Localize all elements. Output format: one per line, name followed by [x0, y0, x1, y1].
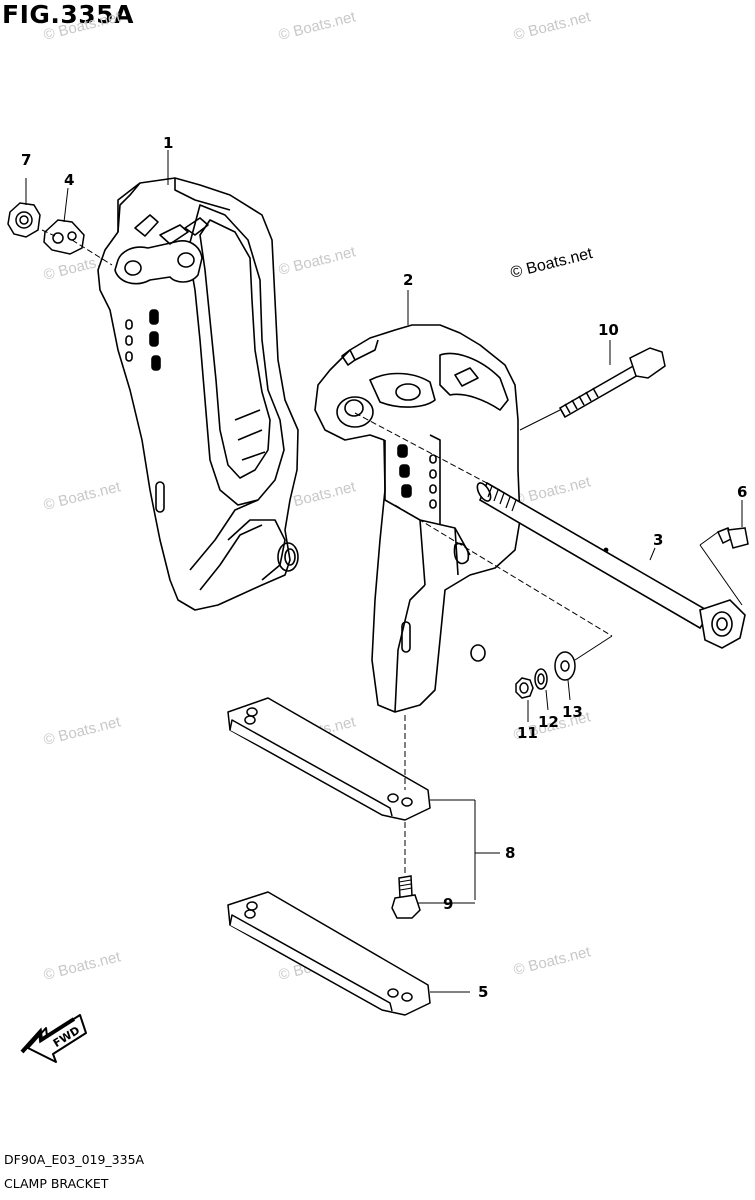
callout-7: 7: [21, 151, 31, 169]
figure-title: FIG.335A: [2, 0, 134, 29]
callout-1: 1: [163, 134, 173, 152]
watermark: © Boats.net: [512, 8, 593, 44]
watermark-dark: © Boats.net: [509, 245, 595, 282]
part-13-washer: [554, 651, 576, 681]
part-8-plate: [227, 697, 431, 821]
part-6-bolt: [716, 527, 749, 549]
part-4-plate: [43, 219, 85, 255]
callout-10: 10: [598, 321, 619, 339]
callout-5: 5: [478, 983, 488, 1001]
callout-4: 4: [64, 171, 74, 189]
part-10-bolt: [558, 347, 666, 419]
callout-8: 8: [505, 844, 515, 862]
part-12-washer: [534, 668, 548, 690]
diagram-name: CLAMP BRACKET: [4, 1176, 109, 1191]
callout-12: 12: [538, 713, 559, 731]
callout-3: 3: [653, 531, 663, 549]
callout-6: 6: [737, 483, 747, 501]
callout-labels: 1 2 3 4 5 6 7 8 9 10 11 12 13: [21, 134, 747, 1001]
part-11-nut: [515, 677, 534, 699]
watermark: © Boats.net: [512, 943, 593, 979]
watermark: © Boats.net: [42, 478, 123, 514]
watermark: © Boats.net: [42, 948, 123, 984]
clamp-bracket-right: [314, 324, 521, 713]
part-9-bolt: [391, 875, 421, 919]
watermark: © Boats.net: [277, 8, 358, 44]
callout-11: 11: [517, 724, 538, 742]
part-5-plate: [227, 891, 431, 1016]
callout-2: 2: [403, 271, 413, 289]
diagram-code: DF90A_E03_019_335A: [4, 1152, 145, 1167]
callout-9: 9: [443, 895, 453, 913]
fwd-arrow-icon: FWD: [20, 1014, 87, 1063]
watermark: © Boats.net: [277, 243, 358, 279]
callout-13: 13: [562, 703, 583, 721]
leader-lines: [25, 150, 743, 993]
watermark: © Boats.net: [42, 713, 123, 749]
part-3-tilt-rod: [476, 481, 746, 649]
clamp-bracket-left: [97, 177, 299, 611]
part-7-nut: [7, 202, 41, 238]
watermark: © Boats.net: [42, 8, 123, 44]
